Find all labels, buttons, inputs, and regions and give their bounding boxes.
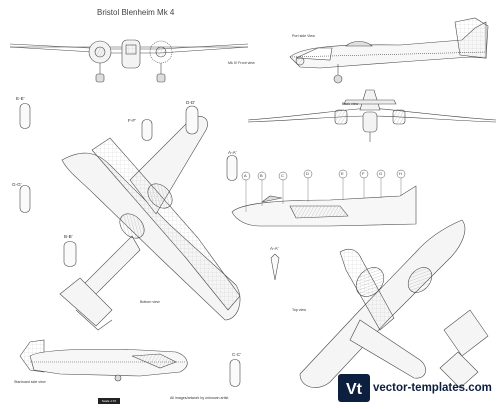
station-marker: E [341,171,344,176]
station-marker: G [379,171,383,176]
section-label: G-G' [12,182,22,187]
back-view-caption: Back view [342,102,359,106]
section-label: A-A' [228,150,237,155]
cross-sections [19,103,280,387]
starboard-side-caption: Starboard side view [14,380,46,384]
port-side-view [289,17,489,84]
front-view [9,39,249,83]
svg-text:Vt: Vt [346,381,363,398]
back-view [247,89,497,142]
watermark: vector-templates.com [338,374,492,402]
bottom-view-caption: Bottom view [140,300,160,304]
station-marker: H [399,171,402,176]
scale-bar: Scale 1:72 [98,398,120,404]
footer-note: All images/artwork by unknown artist [170,396,229,400]
starboard-side-view [19,339,188,382]
station-marker: B [260,173,263,178]
top-view [299,219,489,389]
section-label: F-F' [128,118,137,123]
page-title: Bristol Blenheim Mk 4 [97,8,175,17]
section-label: B-B' [64,234,73,239]
section-label: E-E' [16,96,25,101]
section-label: D-D' [186,100,196,105]
section-label: A-A' [270,246,279,251]
front-view-caption: Mk IV Front view [228,61,255,65]
station-marker: A [244,173,247,178]
station-marker: F [362,171,365,176]
station-diagram [231,169,417,227]
watermark-text: vector-templates.com [373,382,492,394]
vt-logo-icon: Vt [338,374,370,402]
section-label: C-C' [232,352,242,357]
bottom-view [59,116,241,331]
station-marker: C [281,173,284,178]
top-view-caption: Top view [292,308,306,312]
station-marker: D [306,171,309,176]
port-side-caption: Port side View [292,34,315,38]
